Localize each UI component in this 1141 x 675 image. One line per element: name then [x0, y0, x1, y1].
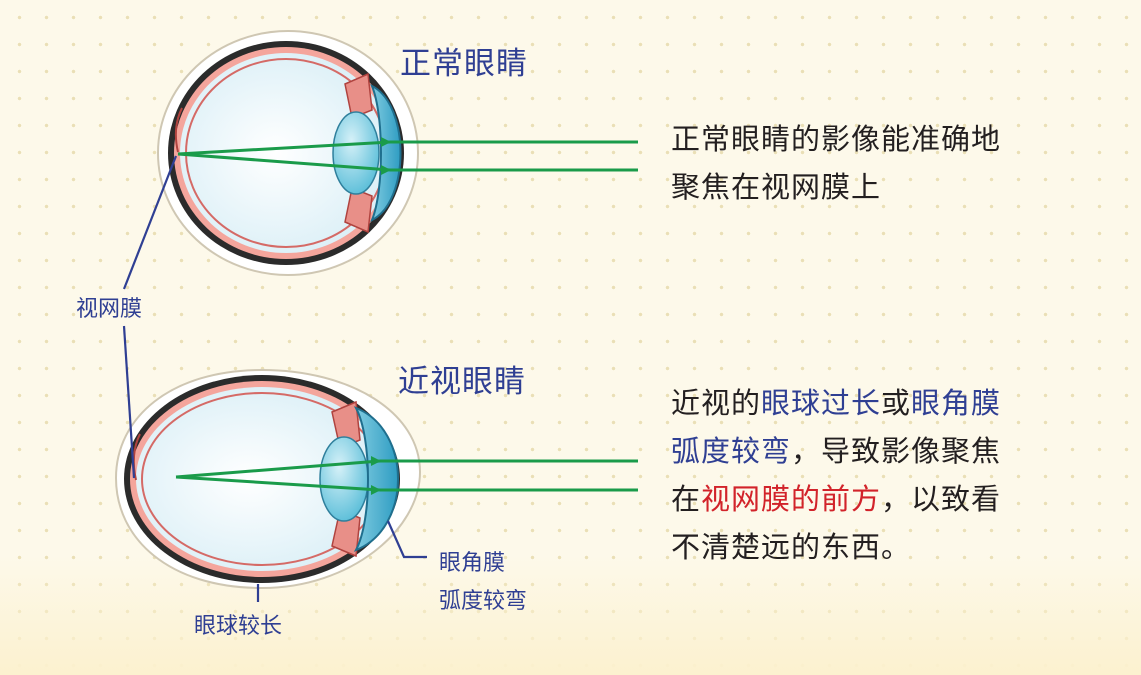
cornea-curved-label-1: 眼角膜 [439, 551, 506, 576]
myopia-eye-vitreous [136, 387, 388, 571]
cornea-leader [386, 520, 427, 559]
myopia-eye-optic-nerve [132, 433, 141, 481]
normal-ray-bottom-focus [177, 152, 391, 172]
retina-leader-top [122, 155, 178, 290]
desc-text: 近视的 [671, 386, 762, 420]
myopia-desc-line-1: 近视的眼球过长或眼角膜 [671, 379, 1001, 427]
myopia-eye-iris-bottom [331, 508, 361, 558]
myopia-eye-iris-top [331, 400, 361, 450]
desc-text: 在 [671, 482, 702, 516]
myopia-desc-line-4: 不清楚远的东西。 [671, 530, 912, 564]
normal-eye-cornea [370, 83, 402, 223]
myopia-desc-line-3: 在视网膜的前方，以致看 [671, 475, 1001, 523]
leader-lines [122, 155, 427, 602]
normal-eye-lens [332, 111, 380, 195]
myopia-eye [114, 368, 422, 590]
highlight-eyeball-too-long: 眼球过长 [761, 386, 882, 420]
normal-desc-line-2: 聚焦在视网膜上 [671, 170, 882, 204]
eyeball-longer-label: 眼球较长 [194, 614, 283, 639]
light-rays [175, 137, 638, 495]
normal-eye-iris-top [344, 72, 373, 120]
normal-ray-top-focus [177, 140, 391, 156]
highlight-front-of-retina: 视网膜的前方 [701, 482, 882, 516]
myopia-eye-cornea [353, 406, 399, 552]
highlight-curvature: 弧度较弯 [671, 434, 792, 468]
myopia-eye-title: 近视眼睛 [398, 364, 526, 400]
retina-leader-bottom [122, 325, 136, 479]
retina-label: 视网膜 [76, 297, 143, 322]
normal-eye-title: 正常眼睛 [400, 46, 528, 82]
normal-eye-description: 正常眼睛的影像能准确地 聚焦在视网膜上 [671, 115, 1001, 211]
normal-desc-line-1: 正常眼睛的影像能准确地 [671, 122, 1002, 156]
myopia-eye-description: 近视的眼球过长或眼角膜 弧度较弯，导致影像聚焦 在视网膜的前方，以致看 不清楚远… [671, 379, 1001, 571]
normal-eye-iris-bottom [344, 186, 373, 234]
myopia-eye-lens [319, 436, 369, 522]
cornea-curved-label-2: 弧度较弯 [439, 589, 528, 614]
normal-eye [157, 30, 419, 276]
myopia-ray-top-focus [175, 459, 381, 479]
normal-eye-optic-nerve [174, 107, 183, 153]
desc-text: 或 [881, 386, 912, 420]
normal-eye-vitreous [180, 53, 392, 253]
myopia-ray-bottom-focus [175, 475, 381, 492]
highlight-cornea: 眼角膜 [911, 386, 1002, 420]
desc-text: ，以致看 [881, 482, 1002, 516]
myopia-desc-line-2: 弧度较弯，导致影像聚焦 [671, 427, 1001, 475]
desc-text: ，导致影像聚焦 [791, 434, 1002, 468]
